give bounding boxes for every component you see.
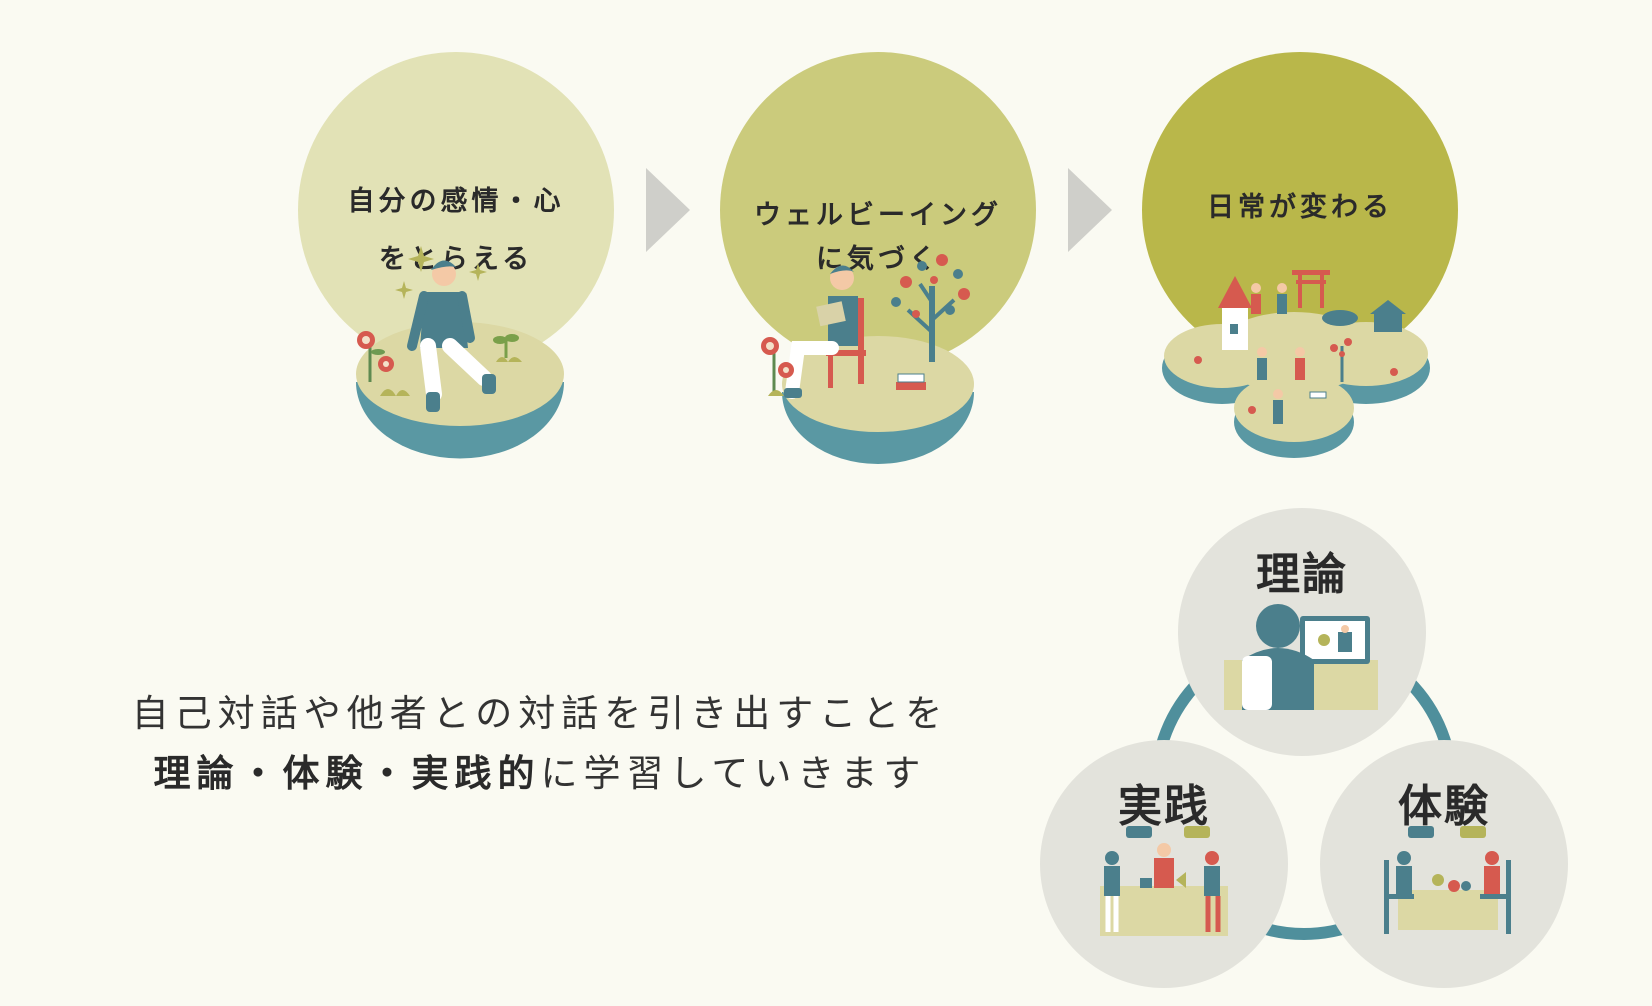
pillar-experience: 体験: [1320, 740, 1568, 988]
pillar-practice-illustration: [1100, 826, 1228, 936]
step1-illustration: [356, 246, 564, 459]
step-self-emotion: 自分の感情・心 をとらえる: [298, 52, 614, 472]
step-daily-life: 日常が変わる: [1142, 52, 1458, 472]
description-line2: 理論・体験・実践的に学習していきます: [100, 744, 980, 804]
step2-bubble: [720, 52, 1036, 368]
pillar-experience-illustration: [1384, 826, 1511, 934]
step3-label: 日常が変わる: [1207, 192, 1393, 223]
pillar-theory-illustration: [1224, 604, 1378, 710]
pillar-theory: 理論: [1178, 508, 1426, 756]
flow-arrow-1: [646, 168, 690, 252]
description-line1: 自己対話や他者との対話を引き出すことを: [131, 692, 949, 735]
description-text: 自己対話や他者との対話を引き出すことを 理論・体験・実践的に学習していきます: [100, 684, 980, 804]
step3-illustration: [1162, 270, 1430, 458]
flow-arrow-2: [1068, 168, 1112, 252]
step2-label-line1: ウェルビーイング: [754, 200, 1002, 231]
pillar-practice-title: 実践: [1118, 781, 1210, 832]
pillar-experience-title: 体験: [1398, 781, 1490, 832]
pillar-theory-title: 理論: [1256, 549, 1348, 600]
pillar-practice: 実践: [1040, 740, 1288, 988]
step2-illustration: [761, 254, 974, 464]
step-wellbeing: ウェルビーイング に気づく: [720, 52, 1036, 472]
description-rest: に学習していきます: [540, 752, 927, 795]
step1-label-line1: 自分の感情・心: [347, 186, 565, 217]
description-emphasis: 理論・体験・実践的: [153, 752, 541, 795]
